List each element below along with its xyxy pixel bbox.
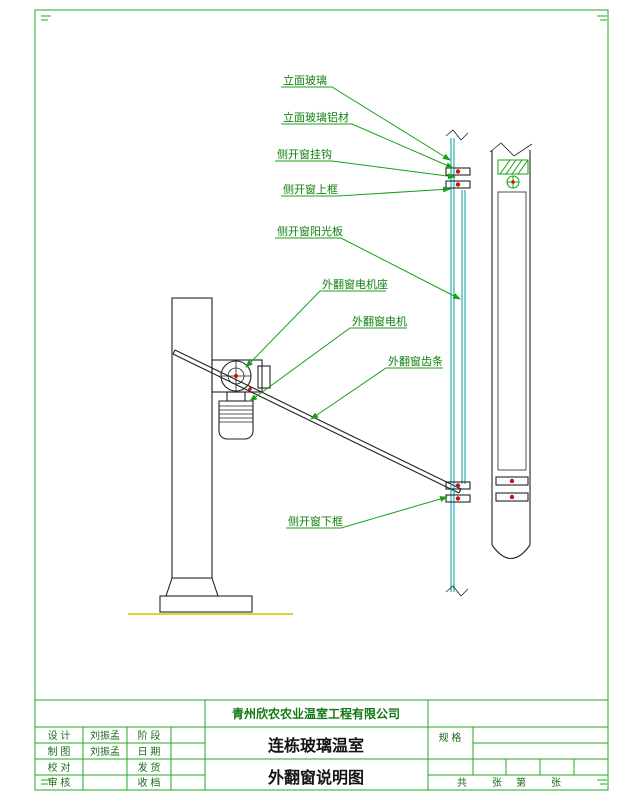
rack-housing <box>257 365 271 389</box>
sheet-no-unit: 张 <box>551 777 561 789</box>
tb-row1-name: 刘振孟 <box>90 745 120 758</box>
callout-rack: 外翻窗齿条 <box>310 354 443 420</box>
callout-motor-mount: 外翻窗电机座 <box>245 277 388 368</box>
callout-motor: 外翻窗电机 <box>249 314 407 402</box>
gear-center-pin <box>234 374 238 378</box>
post-base <box>159 577 253 613</box>
motor-assembly <box>211 359 271 440</box>
project-title: 连栋玻璃温室 <box>268 736 364 755</box>
sheet-frame <box>34 9 609 791</box>
sheet-total-label: 共 <box>457 777 467 789</box>
window-top-bracket <box>445 167 471 189</box>
tb-row1-stage: 日 期 <box>138 746 161 758</box>
rack-bar <box>172 349 462 494</box>
tb-row0-stage: 阶 段 <box>138 729 161 742</box>
sheet-total-unit: 张 <box>492 777 502 789</box>
callout-label: 外翻窗电机座 <box>322 277 388 291</box>
tb-row2-label: 校 对 <box>48 761 71 774</box>
callout-label: 立面玻璃 <box>283 73 327 87</box>
break-mark-bottom <box>445 585 469 597</box>
right-column <box>489 142 533 560</box>
column-break-bottom <box>491 544 531 560</box>
callout-facade-glass-aluminum: 立面玻璃铝材 <box>281 110 454 169</box>
tb-row3-label: 审 核 <box>48 776 71 789</box>
top-bracket-pin <box>455 169 461 174</box>
drawing-title: 外翻窗说明图 <box>267 768 364 787</box>
callout-window-top-frame: 侧开窗上框 <box>281 182 451 197</box>
tb-row0-label: 设 计 <box>48 729 71 742</box>
corner-mark-top-right <box>597 15 607 21</box>
structural-post <box>171 297 213 579</box>
hook-pin <box>511 180 515 184</box>
tb-row1-label: 制 图 <box>48 745 71 758</box>
callout-label: 侧开窗阳光板 <box>277 224 343 238</box>
callout-label: 侧开窗上框 <box>283 182 338 196</box>
window-bottom-bracket <box>445 481 471 503</box>
motor-neck <box>226 391 246 402</box>
break-mark-top <box>445 129 469 141</box>
callout-window-sun-panel: 侧开窗阳光板 <box>275 224 461 300</box>
corner-mark-bottom-left <box>41 779 51 785</box>
callout-facade-glass: 立面玻璃 <box>281 73 451 161</box>
title-block: 青州欣农农业温室工程有限公司 连栋玻璃温室 外翻窗说明图 设 计 刘振孟 阶 段… <box>35 699 608 790</box>
tb-row2-stage: 发 货 <box>138 761 161 774</box>
side-window-profiles <box>445 129 469 597</box>
callout-window-bottom-frame: 侧开窗下框 <box>286 496 448 529</box>
corner-mark-bottom-right <box>597 779 607 785</box>
motor-body <box>218 400 254 440</box>
column-break-top <box>489 142 533 157</box>
callout-label: 侧开窗挂钩 <box>277 147 332 161</box>
perforated-panel <box>497 191 527 471</box>
hook-bracket <box>497 159 529 189</box>
tb-row0-name: 刘振孟 <box>90 729 120 742</box>
callouts: 立面玻璃 立面玻璃铝材 侧开窗挂钩 侧开窗上框 侧开窗阳光板 外翻窗电机座 外翻… <box>245 73 461 529</box>
spec-label: 规 格 <box>439 731 462 744</box>
sheet-no-label: 第 <box>516 776 526 789</box>
callout-label: 外翻窗电机 <box>352 314 407 328</box>
bottom-bracket-pin <box>455 483 461 488</box>
callout-label: 立面玻璃铝材 <box>283 110 349 124</box>
company-name: 青州欣农农业温室工程有限公司 <box>232 706 400 721</box>
callout-label: 侧开窗下框 <box>288 514 343 528</box>
callout-label: 外翻窗齿条 <box>388 354 443 368</box>
tb-row3-stage: 收 档 <box>138 776 161 789</box>
callout-window-hook: 侧开窗挂钩 <box>275 147 456 180</box>
